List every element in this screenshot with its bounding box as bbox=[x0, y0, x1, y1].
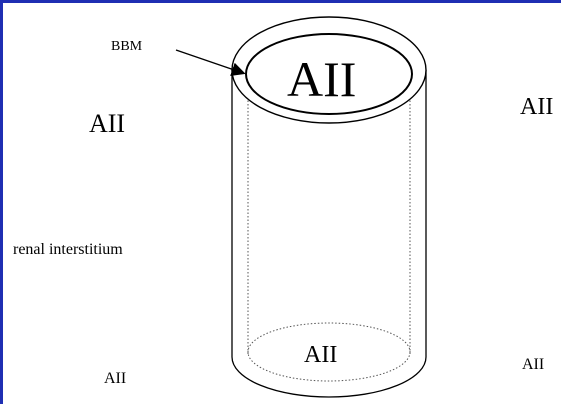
interstitium-aii-right-lower-label: AII bbox=[522, 356, 545, 373]
lumen-aii-bottom-label: AII bbox=[304, 342, 338, 368]
tubule-bottom-inner-ellipse bbox=[247, 322, 411, 382]
interstitium-aii-left-lower-label: AII bbox=[104, 370, 127, 387]
lumen-aii-top-label: AII bbox=[287, 51, 357, 107]
frame-left-border bbox=[0, 0, 3, 404]
bbm-label: BBM bbox=[111, 39, 143, 54]
bbm-pointer-arrow bbox=[175, 49, 246, 76]
interstitium-aii-right-upper-label: AII bbox=[520, 94, 554, 120]
tubule-lumen-ellipse bbox=[245, 33, 413, 115]
frame-top-border bbox=[0, 0, 561, 3]
tubule-bottom-outer-arc bbox=[231, 356, 427, 398]
interstitium-aii-left-upper-label: AII bbox=[89, 109, 126, 138]
renal-interstitium-label: renal interstitium bbox=[13, 241, 123, 258]
